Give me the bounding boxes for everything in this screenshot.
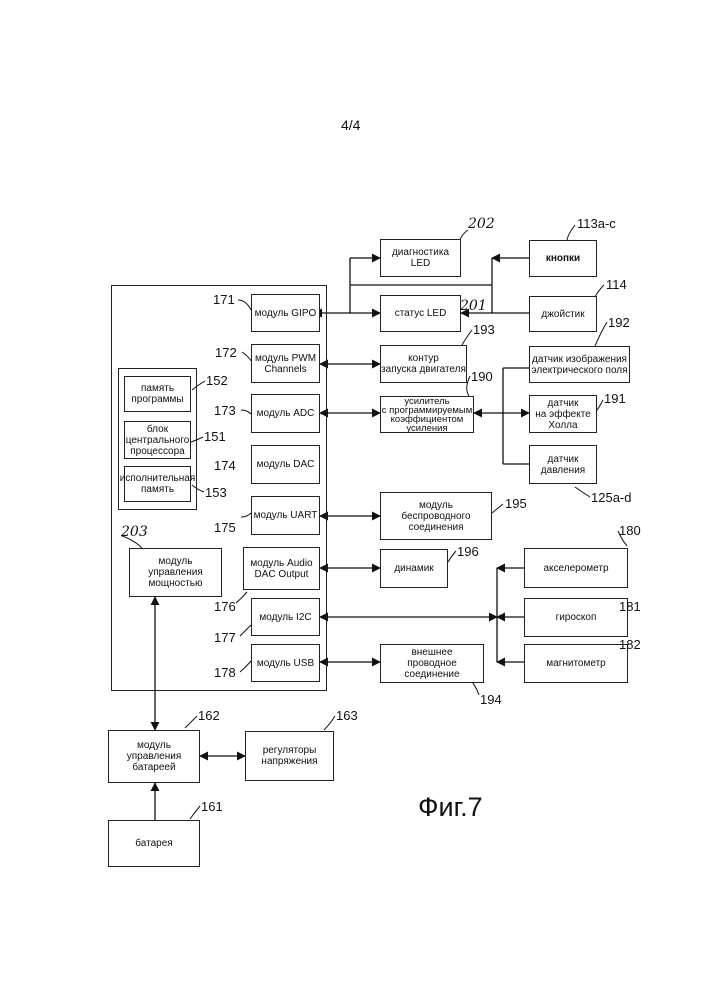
adc-module: модуль ADC xyxy=(251,394,320,433)
motor-circuit-block: контур запуска двигателя xyxy=(380,345,467,383)
pressure-sensor-block: датчик давления xyxy=(529,445,597,484)
ref-161: 161 xyxy=(201,799,223,814)
wired-connection-block: внешнее проводное соединение xyxy=(380,644,484,683)
ref-172: 172 xyxy=(215,345,237,360)
ref-151: 151 xyxy=(204,429,226,444)
joystick-block: джойстик xyxy=(529,296,597,332)
ref-113a-c: 113a-c xyxy=(577,216,616,231)
ref-177: 177 xyxy=(214,630,236,645)
ref-193: 193 xyxy=(473,322,495,337)
voltage-regulators-block: регуляторы напряжения xyxy=(245,731,334,781)
ref-202: 202 xyxy=(468,216,495,232)
power-management-block: модуль управления мощностью xyxy=(129,548,222,597)
gyroscope-block: гироскоп xyxy=(524,598,628,637)
ref-194: 194 xyxy=(480,692,502,707)
amplifier-block: усилитель с программируемым коэффициенто… xyxy=(380,396,474,433)
program-memory-block: память программы xyxy=(124,376,191,412)
i2c-module: модуль I2C xyxy=(251,598,320,636)
ref-153: 153 xyxy=(205,485,227,500)
page-number: 4/4 xyxy=(341,117,360,133)
ref-173: 173 xyxy=(214,403,236,418)
speaker-block: динамик xyxy=(380,549,448,588)
ref-180: 180 xyxy=(619,523,641,538)
audio-dac-module: модуль Audio DAC Output xyxy=(243,547,320,590)
ref-162: 162 xyxy=(198,708,220,723)
ref-125a-d: 125a-d xyxy=(591,490,631,505)
ref-191: 191 xyxy=(604,391,626,406)
ref-114: 114 xyxy=(606,277,627,292)
cpu-block: блок центрального процессора xyxy=(124,421,191,459)
battery-block: батарея xyxy=(108,820,200,867)
hall-sensor-block: датчик на эффекте Холла xyxy=(529,395,597,433)
pwm-module: модуль PWM Channels xyxy=(251,344,320,383)
uart-module: модуль UART xyxy=(251,496,320,535)
accelerometer-block: акселерометр xyxy=(524,548,628,588)
status-led-block: статус LED xyxy=(380,295,461,332)
ref-196: 196 xyxy=(457,544,479,559)
ref-176: 176 xyxy=(214,599,236,614)
wireless-module-block: модуль беспроводного соединения xyxy=(380,492,492,540)
ref-201: 201 xyxy=(460,298,487,314)
gipo-module: модуль GIPO xyxy=(251,294,320,332)
battery-management-block: модуль управления батареей xyxy=(108,730,200,783)
ref-174: 174 xyxy=(214,458,236,473)
ref-175: 175 xyxy=(214,520,236,535)
dac-module: модуль DAC xyxy=(251,445,320,484)
ref-182: 182 xyxy=(619,637,641,652)
ref-203: 203 xyxy=(121,524,148,540)
ref-190: 190 xyxy=(471,369,493,384)
buttons-block: кнопки xyxy=(529,240,597,277)
ref-171: 171 xyxy=(213,292,235,307)
ref-163: 163 xyxy=(336,708,358,723)
ref-181: 181 xyxy=(619,599,641,614)
diagnostic-led-block: диагностика LED xyxy=(380,239,461,277)
efield-sensor-block: датчик изображения электрического поля xyxy=(529,346,630,383)
figure-label: Фиг.7 xyxy=(418,792,483,823)
exec-memory-block: исполнительная память xyxy=(124,466,191,502)
ref-192: 192 xyxy=(608,315,630,330)
magnetometer-block: магнитометр xyxy=(524,644,628,683)
usb-module: модуль USB xyxy=(251,644,320,682)
ref-178: 178 xyxy=(214,665,236,680)
ref-152: 152 xyxy=(206,373,228,388)
ref-195: 195 xyxy=(505,496,527,511)
